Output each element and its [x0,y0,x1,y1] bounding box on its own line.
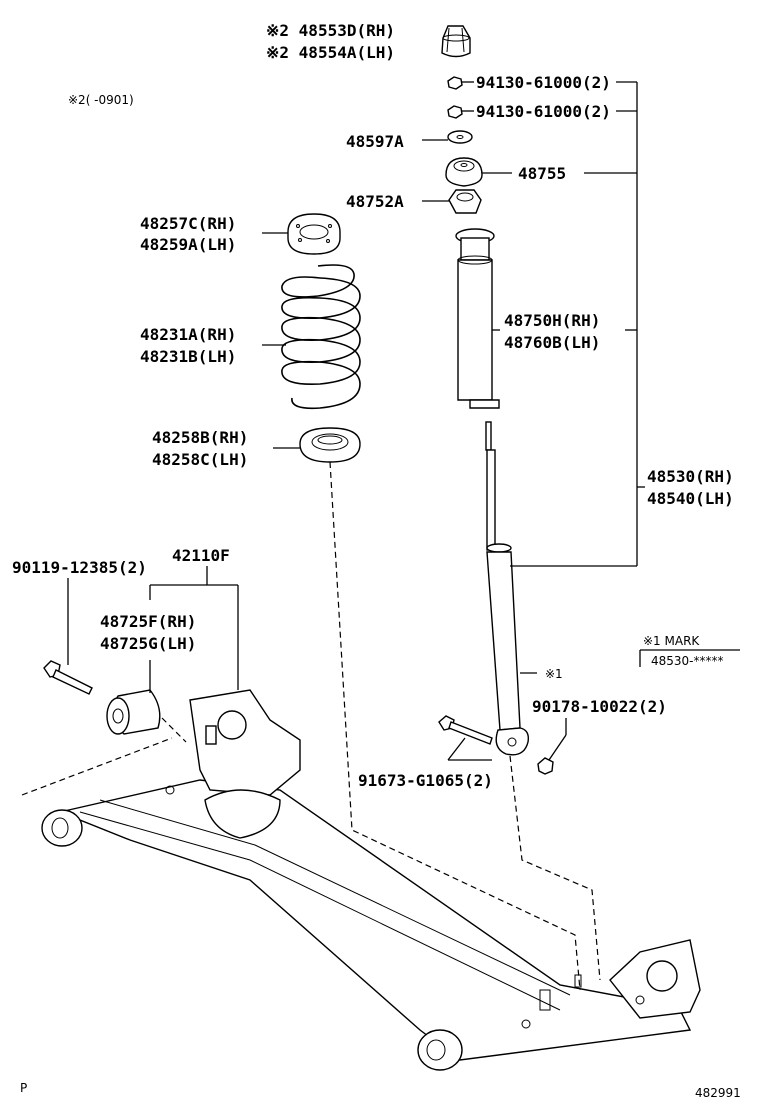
mark-title: ※1 MARK [643,634,700,648]
bushing-label-rh: 48725F(RH) [100,612,196,631]
mark-reference: ※1 [545,667,563,681]
spring-label-rh: 48231A(RH) [140,325,236,344]
boot-label-rh: 48750H(RH) [504,311,600,330]
mark-code: 48530-***** [651,654,724,668]
absorber-label-lh: 48540(LH) [647,489,734,508]
figure-number: 482991 [695,1086,741,1100]
dust-boot-part [455,228,500,409]
upper-nut-part [447,76,463,90]
upper-nut-label: 94130-61000(2) [476,73,611,92]
upper-seat-label-rh: 48257C(RH) [140,214,236,233]
shock-bolt-label: 91673-G1065(2) [358,771,493,790]
boot-label-lh: 48760B(LH) [504,333,600,352]
bearing-label: 48752A [346,192,404,211]
leader-lines [21,81,740,991]
bump-stopper-label-rh: ※2 48553D(RH) [266,21,395,40]
absorber-label-rh: 48530(RH) [647,467,734,486]
lower-nut-label: 94130-61000(2) [476,102,611,121]
shock-absorber-part [485,421,530,756]
production-date-note: ※2( -0901) [68,93,134,107]
beam-bolt-label: 90119-12385(2) [12,558,147,577]
lower-spring-seat-part [299,427,361,463]
lower-seat-label-lh: 48258C(LH) [152,450,248,469]
lower-nut-part [447,105,463,119]
shock-nut-part [537,757,554,775]
bump-stopper-label-lh: ※2 48554A(LH) [266,43,395,62]
upper-seat-label-lh: 48259A(LH) [140,235,236,254]
bearing-part [448,189,482,214]
bushing-label-lh: 48725G(LH) [100,634,196,653]
lower-seat-label-rh: 48258B(RH) [152,428,248,447]
shock-nut-label: 90178-10022(2) [532,697,667,716]
support-label: 48755 [518,164,566,183]
washer-label: 48597A [346,132,404,151]
axle-beam-part [41,689,701,1071]
bump-stopper-part [441,25,471,58]
page-letter: P [20,1081,27,1095]
coil-spring-part [281,264,361,410]
support-part [445,157,483,187]
bushing-part [106,689,161,735]
shock-bolt-part [438,715,493,745]
beam-bolt-part [43,660,93,695]
axle-beam-label: 42110F [172,546,230,565]
washer-part [447,130,473,144]
upper-spring-seat-part [287,213,341,255]
spring-label-lh: 48231B(LH) [140,347,236,366]
